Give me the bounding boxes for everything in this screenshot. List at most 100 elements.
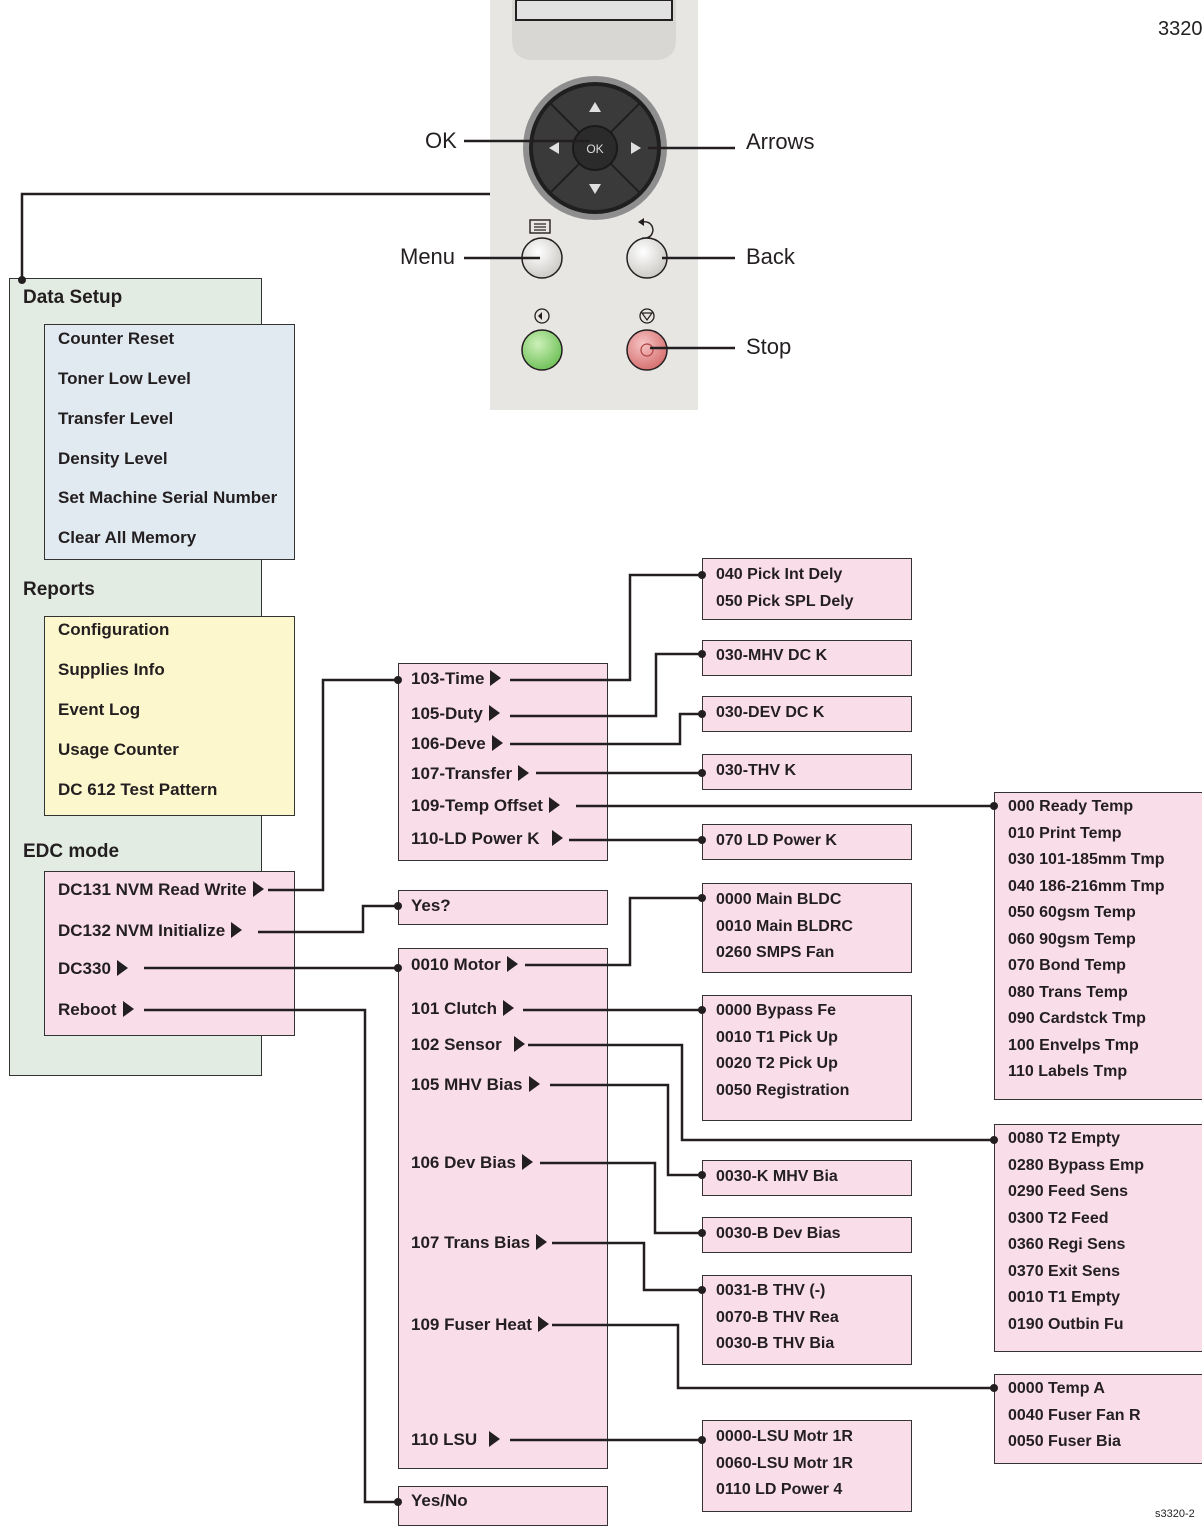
dc131-item-label: 109-Temp Offset bbox=[411, 796, 543, 815]
option-item: 0030-K MHV Bia bbox=[716, 1164, 838, 1191]
arrows-callout: Arrows bbox=[746, 129, 814, 155]
stop-callout: Stop bbox=[746, 334, 791, 360]
option-item: 000 Ready Temp bbox=[1008, 794, 1165, 821]
menu-item-test-pattern: DC 612 Test Pattern bbox=[58, 780, 217, 800]
option-item: 0010 Main BLDRC bbox=[716, 914, 853, 941]
menu-item-reboot: Reboot bbox=[58, 1000, 134, 1020]
submenu-arrow-icon bbox=[489, 705, 500, 721]
dc131-item-deve: 106-Deve bbox=[411, 734, 503, 754]
dc330-item-label: 106 Dev Bias bbox=[411, 1153, 516, 1172]
dc132-item-yes: Yes? bbox=[411, 896, 451, 916]
option-item: 0050 Fuser Bia bbox=[1008, 1429, 1141, 1456]
submenu-arrow-icon bbox=[538, 1316, 549, 1332]
option-item: 0370 Exit Sens bbox=[1008, 1259, 1144, 1286]
option-item: 0300 T2 Feed bbox=[1008, 1206, 1144, 1233]
option-item: 100 Envelps Tmp bbox=[1008, 1033, 1165, 1060]
option-item: 0360 Regi Sens bbox=[1008, 1232, 1144, 1259]
option-item: 050 60gsm Temp bbox=[1008, 900, 1165, 927]
submenu-arrow-icon bbox=[552, 830, 563, 846]
option-item: 030 101-185mm Tmp bbox=[1008, 847, 1165, 874]
option-item: 0060-LSU Motr 1R bbox=[716, 1451, 853, 1478]
submenu-arrow-icon bbox=[536, 1234, 547, 1250]
menu-item-configuration: Configuration bbox=[58, 620, 169, 640]
lsu-options: 0000-LSU Motr 1R 0060-LSU Motr 1R 0110 L… bbox=[716, 1424, 853, 1504]
dc330-item-label: 109 Fuser Heat bbox=[411, 1315, 532, 1334]
fuser-heat-options: 0000 Temp A 0040 Fuser Fan R 0050 Fuser … bbox=[1008, 1376, 1141, 1456]
menu-item-serial-number: Set Machine Serial Number bbox=[58, 488, 277, 508]
menu-item-transfer-level: Transfer Level bbox=[58, 409, 173, 429]
reports-heading: Reports bbox=[23, 579, 95, 601]
dc330-item-clutch: 101 Clutch bbox=[411, 999, 514, 1019]
menu-item-supplies-info: Supplies Info bbox=[58, 660, 165, 680]
option-item: 0020 T2 Pick Up bbox=[716, 1051, 849, 1078]
option-item: 0290 Feed Sens bbox=[1008, 1179, 1144, 1206]
option-item: 010 Print Temp bbox=[1008, 821, 1165, 848]
option-item: 0000 Main BLDC bbox=[716, 887, 853, 914]
menu-item-reboot-label: Reboot bbox=[58, 1000, 117, 1019]
option-item: 0000 Temp A bbox=[1008, 1376, 1141, 1403]
menu-item-usage-counter: Usage Counter bbox=[58, 740, 179, 760]
option-item: 0010 T1 Pick Up bbox=[716, 1025, 849, 1052]
dc330-item-dev-bias: 106 Dev Bias bbox=[411, 1153, 533, 1173]
menu-item-dc330: DC330 bbox=[58, 959, 128, 979]
option-item: 0110 LD Power 4 bbox=[716, 1477, 853, 1504]
time-options: 040 Pick Int Dely 050 Pick SPL Dely bbox=[716, 562, 854, 615]
option-item: 030-DEV DC K bbox=[716, 700, 824, 727]
dc131-item-temp-offset: 109-Temp Offset bbox=[411, 796, 560, 816]
option-item: 080 Trans Temp bbox=[1008, 980, 1165, 1007]
option-item: 0000 Bypass Fe bbox=[716, 998, 849, 1025]
menu-item-dc132: DC132 NVM Initialize bbox=[58, 921, 242, 941]
menu-item-toner-low-level: Toner Low Level bbox=[58, 369, 191, 389]
dc131-item-ld-power: 110-LD Power K bbox=[411, 829, 563, 849]
submenu-arrow-icon bbox=[514, 1036, 525, 1052]
mhv-bias-options: 0030-K MHV Bia bbox=[716, 1164, 838, 1191]
menu-item-dc132-label: DC132 NVM Initialize bbox=[58, 921, 225, 940]
submenu-arrow-icon bbox=[123, 1001, 134, 1017]
deve-options: 030-DEV DC K bbox=[716, 700, 824, 727]
option-item: 040 186-216mm Tmp bbox=[1008, 874, 1165, 901]
temp-offset-options: 000 Ready Temp 010 Print Temp 030 101-18… bbox=[1008, 794, 1165, 1086]
dc330-item-label: 101 Clutch bbox=[411, 999, 497, 1018]
dc131-item-label: 107-Transfer bbox=[411, 764, 512, 783]
option-item: 110 Labels Tmp bbox=[1008, 1059, 1165, 1086]
dc330-item-label: 0010 Motor bbox=[411, 955, 501, 974]
option-item: 0040 Fuser Fan R bbox=[1008, 1403, 1141, 1430]
menu-item-dc330-label: DC330 bbox=[58, 959, 111, 978]
menu-item-density-level: Density Level bbox=[58, 449, 168, 469]
dc131-item-label: 103-Time bbox=[411, 669, 484, 688]
ok-callout: OK bbox=[425, 128, 457, 154]
dc330-item-lsu: 110 LSU bbox=[411, 1430, 500, 1450]
dc330-item-motor: 0010 Motor bbox=[411, 955, 518, 975]
dc330-item-label: 102 Sensor bbox=[411, 1035, 502, 1054]
option-item: 0010 T1 Empty bbox=[1008, 1285, 1144, 1312]
option-item: 040 Pick Int Dely bbox=[716, 562, 854, 589]
menu-item-dc131: DC131 NVM Read Write bbox=[58, 880, 264, 900]
dev-bias-options: 0030-B Dev Bias bbox=[716, 1221, 841, 1248]
option-item: 0050 Registration bbox=[716, 1078, 849, 1105]
menu-item-clear-memory: Clear All Memory bbox=[58, 528, 196, 548]
option-item: 0000-LSU Motr 1R bbox=[716, 1424, 853, 1451]
option-item: 0030-B THV Bia bbox=[716, 1331, 839, 1358]
submenu-arrow-icon bbox=[549, 797, 560, 813]
option-item: 090 Cardstck Tmp bbox=[1008, 1006, 1165, 1033]
dc131-item-label: 105-Duty bbox=[411, 704, 483, 723]
dc330-item-label: 105 MHV Bias bbox=[411, 1075, 523, 1094]
option-item: 0260 SMPS Fan bbox=[716, 940, 853, 967]
dc131-item-duty: 105-Duty bbox=[411, 704, 500, 724]
submenu-arrow-icon bbox=[253, 881, 264, 897]
page-number: 3320 bbox=[1158, 18, 1202, 41]
option-item: 0280 Bypass Emp bbox=[1008, 1153, 1144, 1180]
dc330-item-label: 107 Trans Bias bbox=[411, 1233, 530, 1252]
option-item: 050 Pick SPL Dely bbox=[716, 589, 854, 616]
menu-item-counter-reset: Counter Reset bbox=[58, 329, 174, 349]
figure-code: s3320-2 bbox=[1155, 1508, 1195, 1520]
dc330-item-sensor: 102 Sensor bbox=[411, 1035, 525, 1055]
submenu-arrow-icon bbox=[231, 922, 242, 938]
ldpower-options: 070 LD Power K bbox=[716, 828, 837, 855]
option-item: 060 90gsm Temp bbox=[1008, 927, 1165, 954]
option-item: 0031-B THV (-) bbox=[716, 1278, 839, 1305]
option-item: 0070-B THV Rea bbox=[716, 1305, 839, 1332]
data-setup-heading: Data Setup bbox=[23, 287, 122, 309]
submenu-arrow-icon bbox=[522, 1154, 533, 1170]
submenu-arrow-icon bbox=[492, 735, 503, 751]
